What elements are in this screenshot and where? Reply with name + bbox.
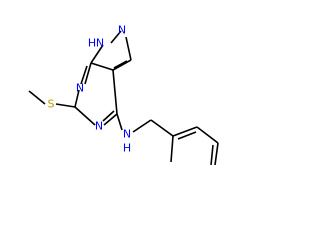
- bond-n2-c3: [125, 36, 132, 61]
- bond-c4-c3a: [112, 69, 118, 115]
- atom-labels: N H N N N S N H: [48, 24, 132, 155]
- bond-n5-c4: [103, 113, 118, 126]
- atom-n2: N: [118, 24, 126, 37]
- bond-c4-nh: [116, 113, 123, 131]
- bonds: [28, 30, 219, 165]
- bond-ph-3: [214, 142, 219, 165]
- atom-nh-amine: N: [123, 128, 131, 141]
- bond-c6-s: [55, 103, 76, 108]
- bond-n1-n2: [110, 30, 122, 44]
- atom-n7: N: [76, 82, 84, 95]
- bond-c3-c3a: [112, 59, 132, 71]
- bond-ph-1: [172, 126, 198, 137]
- bond-c7a-n1: [90, 44, 104, 64]
- bond-c3a-c7a: [90, 62, 114, 71]
- bond-ph-1-inner: [177, 131, 197, 140]
- bond-c6-n5: [74, 106, 96, 126]
- bond-ph-4: [170, 135, 174, 163]
- atom-nh-amine-h: H: [123, 142, 131, 155]
- bond-ch2-ph: [150, 119, 174, 137]
- bond-ph-2: [196, 126, 219, 144]
- bond-c7a-n7-inner: [80, 65, 88, 85]
- atom-n5: N: [95, 120, 103, 133]
- bond-c7a-n7: [84, 62, 92, 85]
- bond-ph-2-inner: [210, 144, 214, 165]
- bond-nh-ch2: [132, 119, 152, 133]
- atom-n1-h: H: [88, 37, 96, 50]
- bond-s-ch3: [28, 90, 46, 105]
- bond-n5-c4-inner: [102, 110, 115, 122]
- bond-n7-c6: [74, 89, 80, 108]
- atom-s: S: [48, 98, 55, 111]
- atom-n1: N: [96, 37, 104, 50]
- structural-formula: N H N N N S N H: [28, 24, 219, 165]
- bond-c3-c3a-inner: [113, 60, 128, 69]
